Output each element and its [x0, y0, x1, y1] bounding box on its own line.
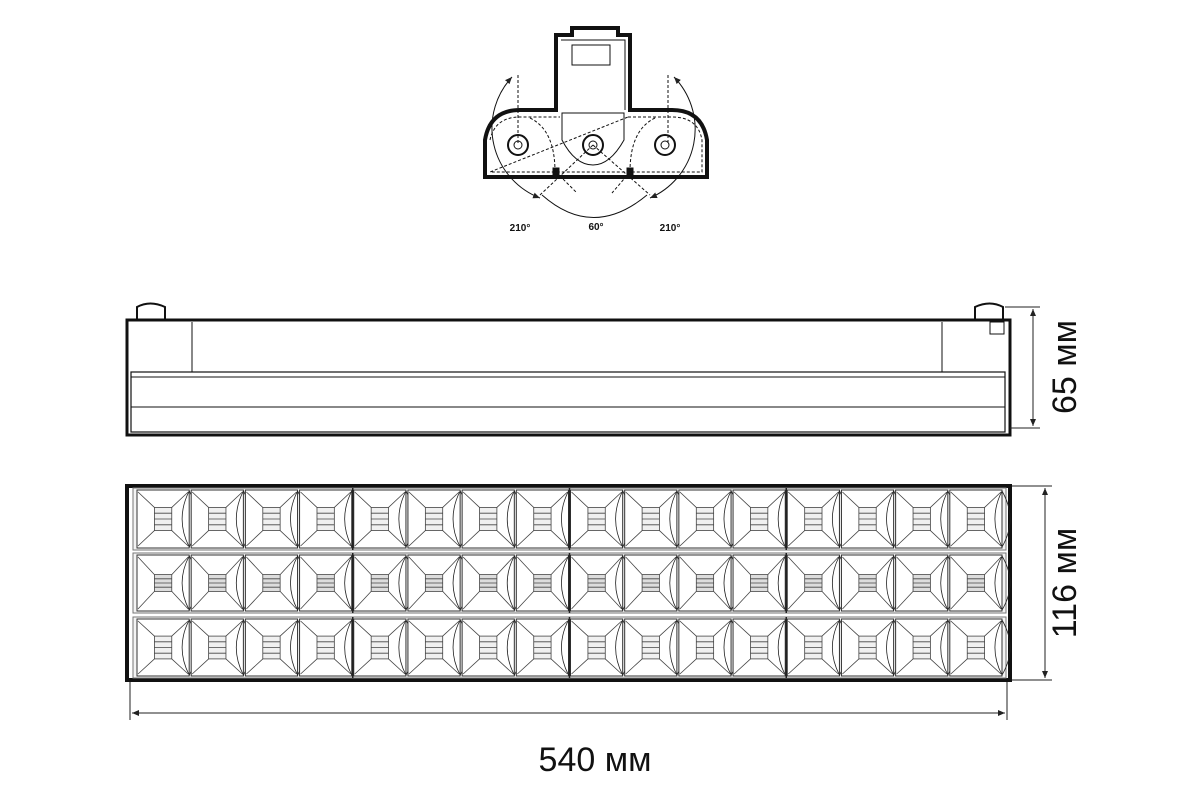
- lens-cell: [568, 617, 632, 678]
- width-label: 116 мм: [1046, 528, 1084, 638]
- lens-cell: [136, 618, 198, 677]
- lens-cell: [568, 553, 632, 613]
- lens-cell: [299, 618, 361, 677]
- lens-grid: [132, 487, 1011, 679]
- lens-cell: [840, 489, 903, 549]
- lens-cell: [840, 554, 903, 612]
- lens-row: [132, 616, 1011, 679]
- width-dimension: [1012, 485, 1052, 681]
- angle-center-label: 60°: [588, 222, 603, 233]
- lens-cell: [515, 489, 577, 549]
- lens-cell: [785, 617, 848, 678]
- lens-cell: [732, 618, 794, 677]
- lens-cell: [136, 489, 198, 549]
- angle-left-label: 210°: [510, 223, 531, 234]
- lens-cell: [624, 489, 686, 549]
- lens-cell: [895, 489, 957, 549]
- lens-cell: [299, 554, 361, 612]
- lens-cell: [840, 618, 903, 677]
- lens-cell: [299, 489, 361, 549]
- lens-cell: [515, 618, 577, 677]
- lens-cell: [678, 489, 740, 549]
- lens-row: [132, 487, 1011, 551]
- lens-row: [132, 552, 1011, 614]
- lens-cell: [678, 618, 740, 677]
- lens-cell: [732, 554, 794, 612]
- lens-cell: [461, 489, 523, 549]
- length-dimension: [129, 682, 1008, 720]
- lens-cell: [461, 618, 523, 677]
- lens-cell: [190, 554, 252, 612]
- lens-cell: [949, 554, 1011, 612]
- lens-cell: [949, 618, 1011, 677]
- front-view: [125, 484, 1012, 682]
- lens-cell: [407, 618, 469, 677]
- lens-cell: [407, 489, 469, 549]
- lens-cell: [244, 489, 307, 549]
- height-dimension: [1005, 306, 1040, 429]
- lens-cell: [190, 489, 252, 549]
- lens-cell: [352, 553, 415, 613]
- lens-cell: [136, 554, 198, 612]
- lens-cell: [895, 618, 957, 677]
- lens-cell: [732, 489, 794, 549]
- angle-right-label: 210°: [660, 223, 681, 234]
- lens-cell: [244, 554, 307, 612]
- lens-cell: [190, 618, 252, 677]
- height-label: 65 мм: [1046, 320, 1084, 414]
- length-label: 540 мм: [539, 741, 652, 779]
- end-view-profile: [483, 26, 709, 218]
- lens-cell: [352, 617, 415, 678]
- lens-cell: [352, 488, 415, 550]
- side-view: [125, 302, 1012, 437]
- lens-cell: [461, 554, 523, 612]
- lens-cell: [624, 554, 686, 612]
- lens-cell: [678, 554, 740, 612]
- lens-cell: [568, 488, 632, 550]
- lens-cell: [785, 553, 848, 613]
- lens-cell: [407, 554, 469, 612]
- lens-cell: [785, 488, 848, 550]
- lens-cell: [244, 618, 307, 677]
- lens-cell: [895, 554, 957, 612]
- lens-cell: [515, 554, 577, 612]
- lens-cell: [624, 618, 686, 677]
- lens-cell: [949, 489, 1011, 549]
